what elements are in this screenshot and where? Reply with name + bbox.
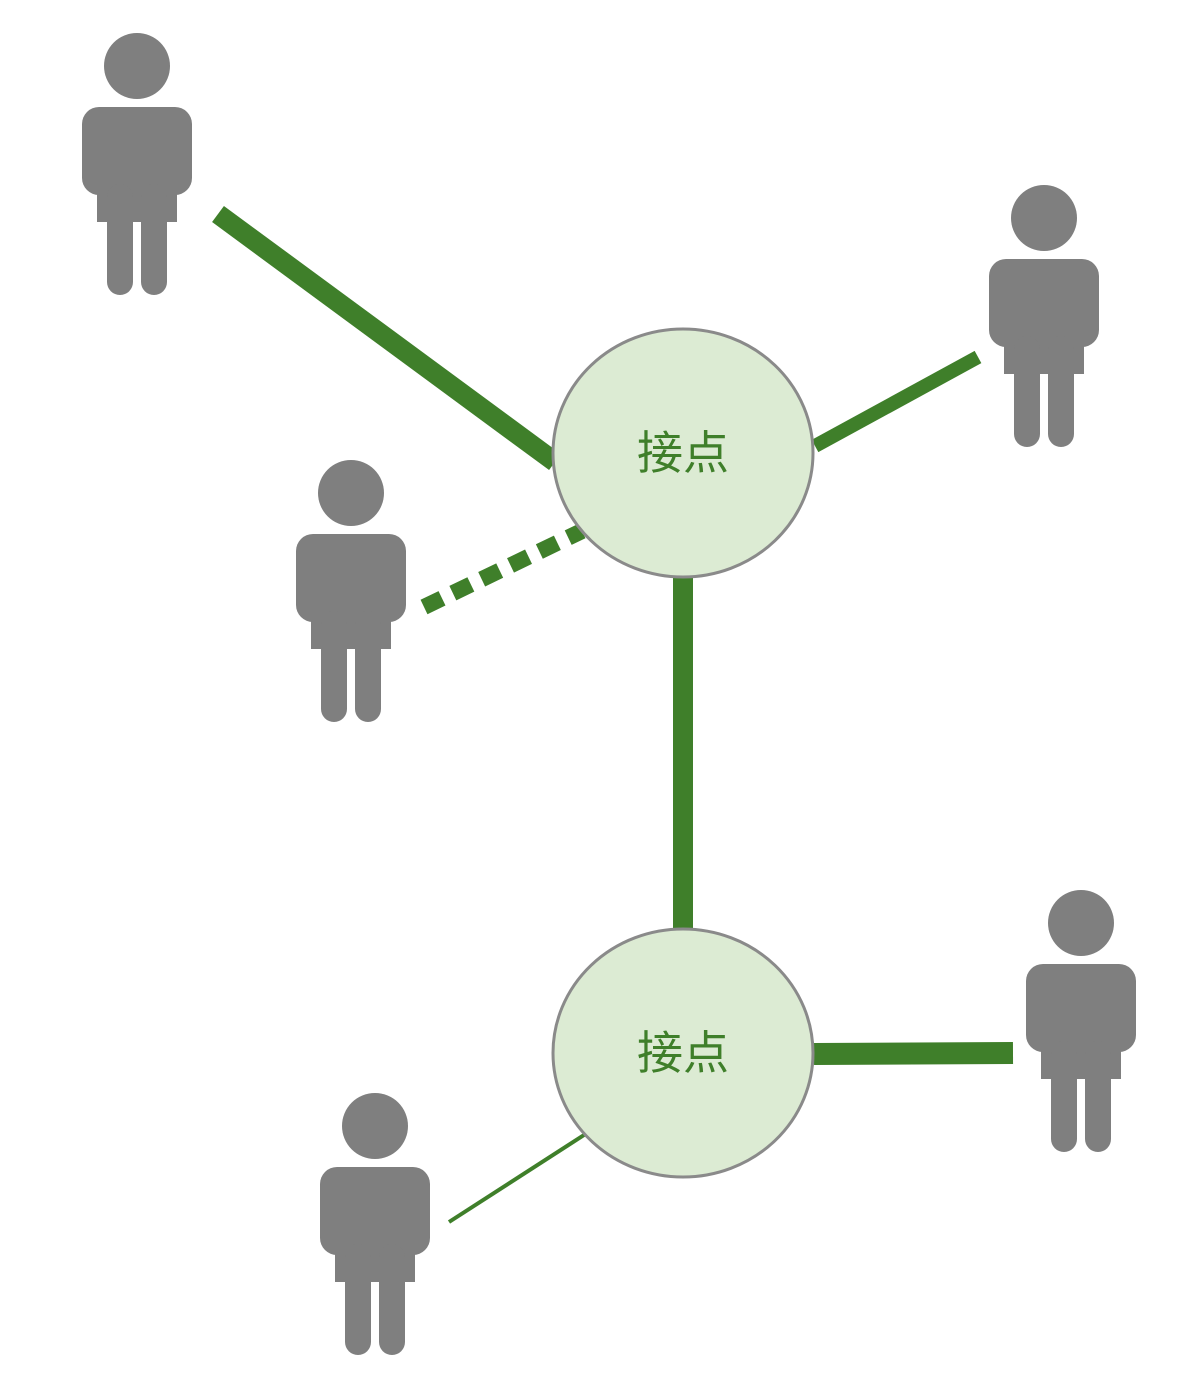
link-middle-left [420,523,586,615]
link-bottom-right [813,1042,1014,1065]
person-icon [320,1093,430,1355]
node-label: 接点 [637,426,729,480]
person-icon [989,185,1099,447]
node-bottom: 接点 [551,927,815,1179]
link-bottom-left [447,1133,586,1224]
node-top: 接点 [551,327,815,579]
node-circle [551,927,815,1179]
link-top-right [811,350,982,453]
person-icon [1026,890,1136,1152]
node-label: 接点 [637,1026,729,1080]
links [212,205,1014,1224]
node-circle [551,327,815,579]
link-top-left [212,205,561,471]
person-icon [82,33,192,295]
person-icon [296,460,406,722]
